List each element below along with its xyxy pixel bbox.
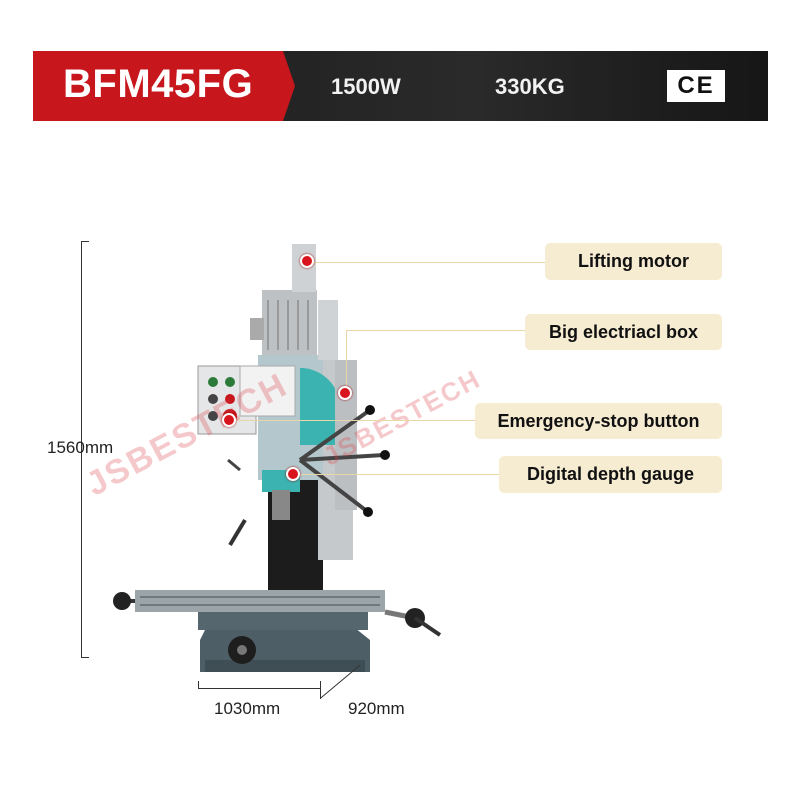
- model-name: BFM45FG: [63, 62, 254, 106]
- length-tick-left: [198, 681, 199, 689]
- width-label: 920mm: [348, 699, 405, 718]
- height-tick-bottom: [81, 657, 89, 658]
- depth-gauge-marker: [286, 467, 300, 481]
- length-tick-right: [320, 681, 321, 699]
- depth-gauge-leader: [294, 474, 500, 475]
- height-tick-top: [81, 241, 89, 242]
- emergency-stop-label: Emergency-stop button: [475, 403, 722, 439]
- emergency-stop-marker: [222, 413, 236, 427]
- work-table: [135, 590, 385, 612]
- ce-mark: CE: [667, 70, 725, 102]
- depth-gauge-label: Digital depth gauge: [499, 456, 722, 493]
- height-label: 1560mm: [47, 438, 114, 457]
- electrical-box-leader-vertical: [346, 330, 347, 392]
- lifting-motor-label: Lifting motor: [545, 243, 722, 280]
- length-dimension-line: [198, 688, 320, 689]
- gear-cover: [300, 367, 340, 445]
- power-spec: 1500W: [331, 74, 401, 99]
- height-dimension-line: [81, 241, 82, 658]
- electrical-box-leader: [346, 330, 526, 331]
- lifting-motor-leader: [308, 262, 546, 263]
- electrical-box-label: Big electriacl box: [525, 314, 722, 350]
- spindle: [272, 490, 290, 520]
- base-foot: [205, 660, 365, 672]
- table-handwheel-left: [113, 592, 131, 610]
- emergency-stop-leader: [230, 420, 476, 421]
- length-label: 1030mm: [214, 699, 281, 718]
- lifting-motor-marker: [300, 254, 314, 268]
- spec-banner: BFM45FG 1500W 330KG CE: [33, 51, 768, 121]
- model-badge: [33, 51, 295, 121]
- name-plate: [239, 365, 296, 417]
- weight-spec: 330KG: [495, 74, 565, 99]
- electrical-box-marker: [338, 386, 352, 400]
- lifting-motor: [292, 244, 316, 292]
